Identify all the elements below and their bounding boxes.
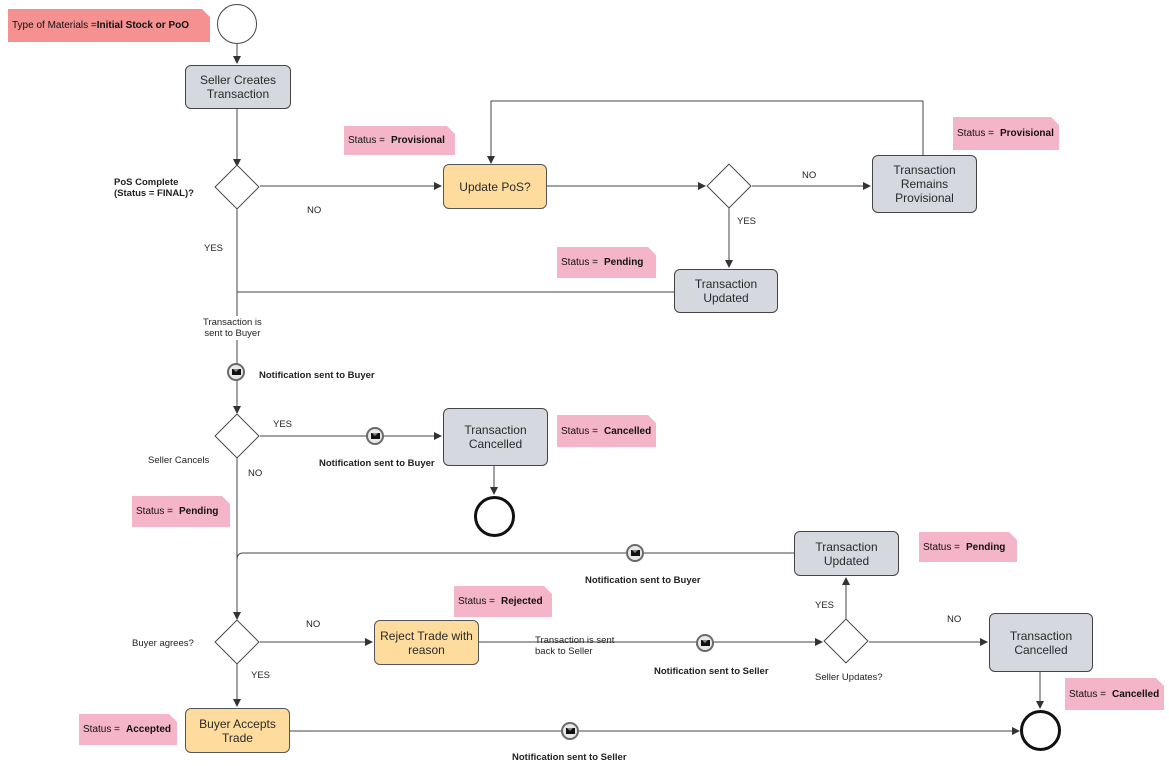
- start-node: [217, 4, 257, 44]
- label-yes: YES: [251, 670, 271, 681]
- edge-updated2-back: [236, 552, 794, 561]
- label-sent-to-buyer-line2: sent to Buyer: [204, 328, 261, 339]
- node-transaction-cancelled-1: Transaction Cancelled: [443, 408, 548, 466]
- label-notification-seller: Notification sent to Seller: [512, 752, 627, 763]
- envelope-icon: [626, 544, 644, 562]
- note-status-pending-2: Status = Pending: [132, 496, 230, 527]
- envelope-icon: [366, 427, 384, 445]
- label-yes: YES: [273, 419, 293, 430]
- status-prefix: Status =: [561, 425, 598, 437]
- label-seller-cancels: Seller Cancels: [148, 455, 210, 466]
- label-no: NO: [802, 170, 817, 181]
- label-yes: YES: [204, 243, 224, 254]
- status-prefix: Status =: [83, 724, 120, 735]
- status-prefix: Status =: [1069, 688, 1106, 700]
- status-value: Cancelled: [603, 425, 652, 437]
- status-value: Accepted: [125, 724, 171, 735]
- note-status-rejected: Status = Rejected: [454, 586, 552, 617]
- node-transaction-updated-2: Transaction Updated: [794, 531, 899, 576]
- note-status-provisional-2: Status = Provisional: [953, 117, 1059, 150]
- node-seller-creates: Seller Creates Transaction: [185, 65, 291, 109]
- label-pos-complete-line2: (Status = FINAL)?: [114, 188, 194, 199]
- label-notification-buyer: Notification sent to Buyer: [319, 458, 435, 469]
- edge-remains-back-to-update: [487, 100, 924, 164]
- label-sent-to-buyer-line1: Transaction is: [203, 317, 262, 328]
- node-update-pos: Update PoS?: [443, 164, 547, 209]
- label-notification-buyer: Notification sent to Buyer: [585, 575, 701, 586]
- end-node-cancelled: [474, 496, 515, 537]
- status-value: Pending: [965, 541, 1006, 553]
- status-value: Rejected: [500, 596, 543, 607]
- node-buyer-accepts: Buyer Accepts Trade: [185, 708, 290, 753]
- label-buyer-agrees: Buyer agrees?: [132, 638, 194, 649]
- note-status-cancelled-2: Status = Cancelled: [1065, 678, 1164, 710]
- status-value: Pending: [178, 506, 219, 517]
- label-no: NO: [306, 619, 321, 630]
- node-transaction-updated-1: Transaction Updated: [674, 269, 778, 313]
- status-value: Pending: [603, 257, 644, 268]
- status-value: Cancelled: [1111, 688, 1160, 700]
- note-type-of-materials: Type of Materials = Initial Stock or PoO: [8, 9, 210, 42]
- status-prefix: Status =: [923, 541, 960, 553]
- status-value: Provisional: [390, 135, 445, 146]
- label-sent-back-line2: back to Seller: [535, 646, 593, 657]
- envelope-icon: [561, 722, 579, 740]
- label-no: NO: [307, 205, 322, 216]
- label-yes: YES: [815, 600, 835, 611]
- label-no: NO: [248, 468, 263, 479]
- status-prefix: Status =: [561, 257, 598, 268]
- note-type-prefix: Type of Materials =: [12, 20, 97, 31]
- note-status-accepted: Status = Accepted: [79, 714, 177, 745]
- label-sent-back-line1: Transaction is sent: [535, 635, 615, 646]
- envelope-icon: [696, 634, 714, 652]
- label-sent-back-to-seller: Transaction is sent back to Seller: [535, 635, 614, 657]
- label-pos-complete: PoS Complete (Status = FINAL)?: [114, 177, 194, 199]
- end-node-final: [1020, 710, 1061, 751]
- node-transaction-cancelled-2: Transaction Cancelled: [989, 613, 1093, 672]
- status-prefix: Status =: [957, 128, 994, 139]
- note-type-value: Initial Stock or PoO: [96, 20, 190, 31]
- label-sent-to-buyer: Transaction is sent to Buyer: [203, 317, 262, 339]
- label-yes: YES: [737, 216, 757, 227]
- status-value: Provisional: [999, 128, 1054, 139]
- label-notification-seller: Notification sent to Seller: [654, 666, 769, 677]
- node-reject-trade: Reject Trade with reason: [374, 620, 479, 665]
- status-prefix: Status =: [458, 596, 495, 607]
- status-prefix: Status =: [348, 135, 385, 146]
- label-pos-complete-line1: PoS Complete: [114, 177, 179, 188]
- label-no: NO: [947, 614, 962, 625]
- note-status-provisional-1: Status = Provisional: [344, 126, 455, 155]
- note-status-pending-1: Status = Pending: [557, 247, 656, 278]
- note-status-cancelled-1: Status = Cancelled: [557, 415, 656, 447]
- label-seller-updates: Seller Updates?: [815, 672, 883, 683]
- status-prefix: Status =: [136, 506, 173, 517]
- label-notification-buyer: Notification sent to Buyer: [259, 370, 375, 381]
- envelope-icon: [227, 363, 245, 381]
- node-remains-provisional: Transaction Remains Provisional: [872, 155, 977, 213]
- note-status-pending-3: Status = Pending: [919, 532, 1017, 562]
